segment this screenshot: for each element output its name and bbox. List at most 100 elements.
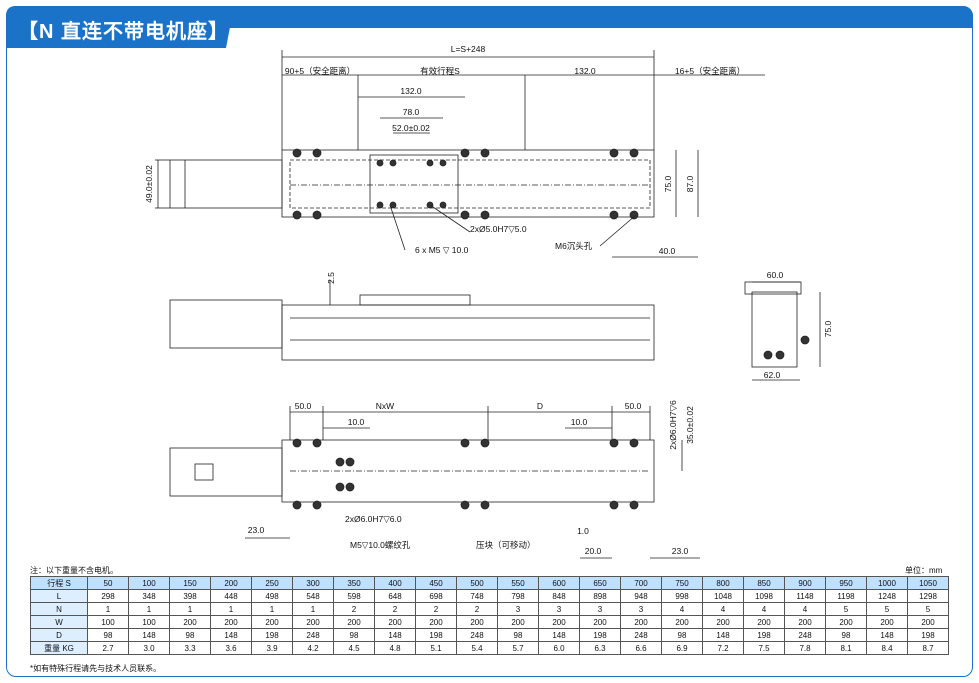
table-cell: 2 xyxy=(415,602,457,616)
table-cell: 148 xyxy=(374,628,416,642)
table-cell: 200 xyxy=(374,615,416,629)
table-cell: 6.9 xyxy=(661,641,703,655)
table-cell: 98 xyxy=(87,628,129,642)
table-cell: 200 xyxy=(784,615,826,629)
table-cell: 950 xyxy=(825,576,867,590)
table-cell: 4 xyxy=(661,602,703,616)
table-cell: 1050 xyxy=(907,576,949,590)
table-cell: 4 xyxy=(784,602,826,616)
dim-m6: M6沉头孔 xyxy=(555,241,593,251)
table-cell: 1148 xyxy=(784,589,826,603)
table-cell: 6.3 xyxy=(579,641,621,655)
dim-49: 49.0±0.02 xyxy=(144,165,154,203)
table-cell: 598 xyxy=(333,589,375,603)
dim-52: 52.0±0.02 xyxy=(392,123,430,133)
table-cell: 3.6 xyxy=(210,641,252,655)
table-cell: 200 xyxy=(415,615,457,629)
table-cell: 4 xyxy=(702,602,744,616)
table-cell: 5.7 xyxy=(497,641,539,655)
dim-2-5: 2.5 xyxy=(326,272,336,284)
table-cell: 3.3 xyxy=(169,641,211,655)
dim-safe-right: 16+5（安全距离） xyxy=(675,66,745,76)
table-cell: 948 xyxy=(620,589,662,603)
technical-drawing: L=S+248 90+5（安全距离） 有效行程S 132.0 16+5（安全距离… xyxy=(144,44,833,559)
dim-23b: 23.0 xyxy=(672,546,689,556)
table-cell: 4.5 xyxy=(333,641,375,655)
table-cell: 448 xyxy=(210,589,252,603)
top-view-slider xyxy=(369,154,459,214)
table-cell: 148 xyxy=(538,628,580,642)
table-cell: 200 xyxy=(292,615,334,629)
dim-NxW: NxW xyxy=(376,401,394,411)
table-cell: 100 xyxy=(128,576,170,590)
dim-stroke: 有效行程S xyxy=(420,66,460,76)
table-cell: 550 xyxy=(497,576,539,590)
row-label: L xyxy=(30,589,88,603)
table-cell: 1248 xyxy=(866,589,908,603)
table-cell: 200 xyxy=(333,615,375,629)
table-cell: 5 xyxy=(866,602,908,616)
dim-87: 87.0 xyxy=(685,175,695,192)
table-cell: 3 xyxy=(538,602,580,616)
table-cell: 200 xyxy=(497,615,539,629)
table-cell: 600 xyxy=(538,576,580,590)
row-label: 重量 KG xyxy=(30,641,88,655)
table-cell: 200 xyxy=(661,615,703,629)
table-cell: 248 xyxy=(784,628,826,642)
dim-L: L=S+248 xyxy=(451,44,486,54)
table-cell: 6.6 xyxy=(620,641,662,655)
dim-132a: 132.0 xyxy=(400,86,422,96)
table-cell: 4 xyxy=(743,602,785,616)
dim-pin6: 2xØ6.0H7▽6 xyxy=(668,400,678,450)
table-cell: 798 xyxy=(497,589,539,603)
side-view-body xyxy=(281,304,655,361)
row-label: D xyxy=(30,628,88,642)
row-label: 行程 S xyxy=(30,576,88,590)
table-cell: 1 xyxy=(292,602,334,616)
table-cell: 6.0 xyxy=(538,641,580,655)
dim-50b: 50.0 xyxy=(625,401,642,411)
dim-clamp: 压块（可移动） xyxy=(476,540,536,550)
dim-m5: 6 x M5 ▽ 10.0 xyxy=(415,245,469,255)
table-cell: 450 xyxy=(415,576,457,590)
dim-75b: 75.0 xyxy=(823,320,833,337)
dim-safe-left: 90+5（安全距离） xyxy=(285,66,355,76)
table-cell: 2 xyxy=(333,602,375,616)
table-cell: 248 xyxy=(292,628,334,642)
table-cell: 548 xyxy=(292,589,334,603)
table-cell: 198 xyxy=(579,628,621,642)
dim-pin6b: 2xØ6.0H7▽6.0 xyxy=(345,514,402,524)
table-cell: 98 xyxy=(333,628,375,642)
row-label: N xyxy=(30,602,88,616)
table-cell: 50 xyxy=(87,576,129,590)
dim-50a: 50.0 xyxy=(295,401,312,411)
table-cell: 100 xyxy=(128,615,170,629)
table-cell: 7.5 xyxy=(743,641,785,655)
table-cell: 200 xyxy=(866,615,908,629)
table-cell: 200 xyxy=(743,615,785,629)
table-cell: 1048 xyxy=(702,589,744,603)
table-cell: 5 xyxy=(825,602,867,616)
special-note: *如有特殊行程请先与技术人员联系。 xyxy=(30,664,162,673)
table-cell: 98 xyxy=(169,628,211,642)
table-cell: 348 xyxy=(128,589,170,603)
table-cell: 200 xyxy=(579,615,621,629)
table-cell: 148 xyxy=(702,628,744,642)
dim-40: 40.0 xyxy=(659,246,676,256)
dim-1: 1.0 xyxy=(577,526,589,536)
table-cell: 198 xyxy=(251,628,293,642)
end-view-body xyxy=(751,291,798,368)
table-cell: 5.1 xyxy=(415,641,457,655)
table-cell: 198 xyxy=(415,628,457,642)
table-cell: 148 xyxy=(210,628,252,642)
table-cell: 1 xyxy=(128,602,170,616)
table-cell: 250 xyxy=(251,576,293,590)
table-cell: 200 xyxy=(907,615,949,629)
table-cell: 200 xyxy=(620,615,662,629)
weight-note: 注：以下重量不含电机。 xyxy=(30,566,118,575)
dim-D: D xyxy=(537,401,543,411)
table-cell: 198 xyxy=(907,628,949,642)
